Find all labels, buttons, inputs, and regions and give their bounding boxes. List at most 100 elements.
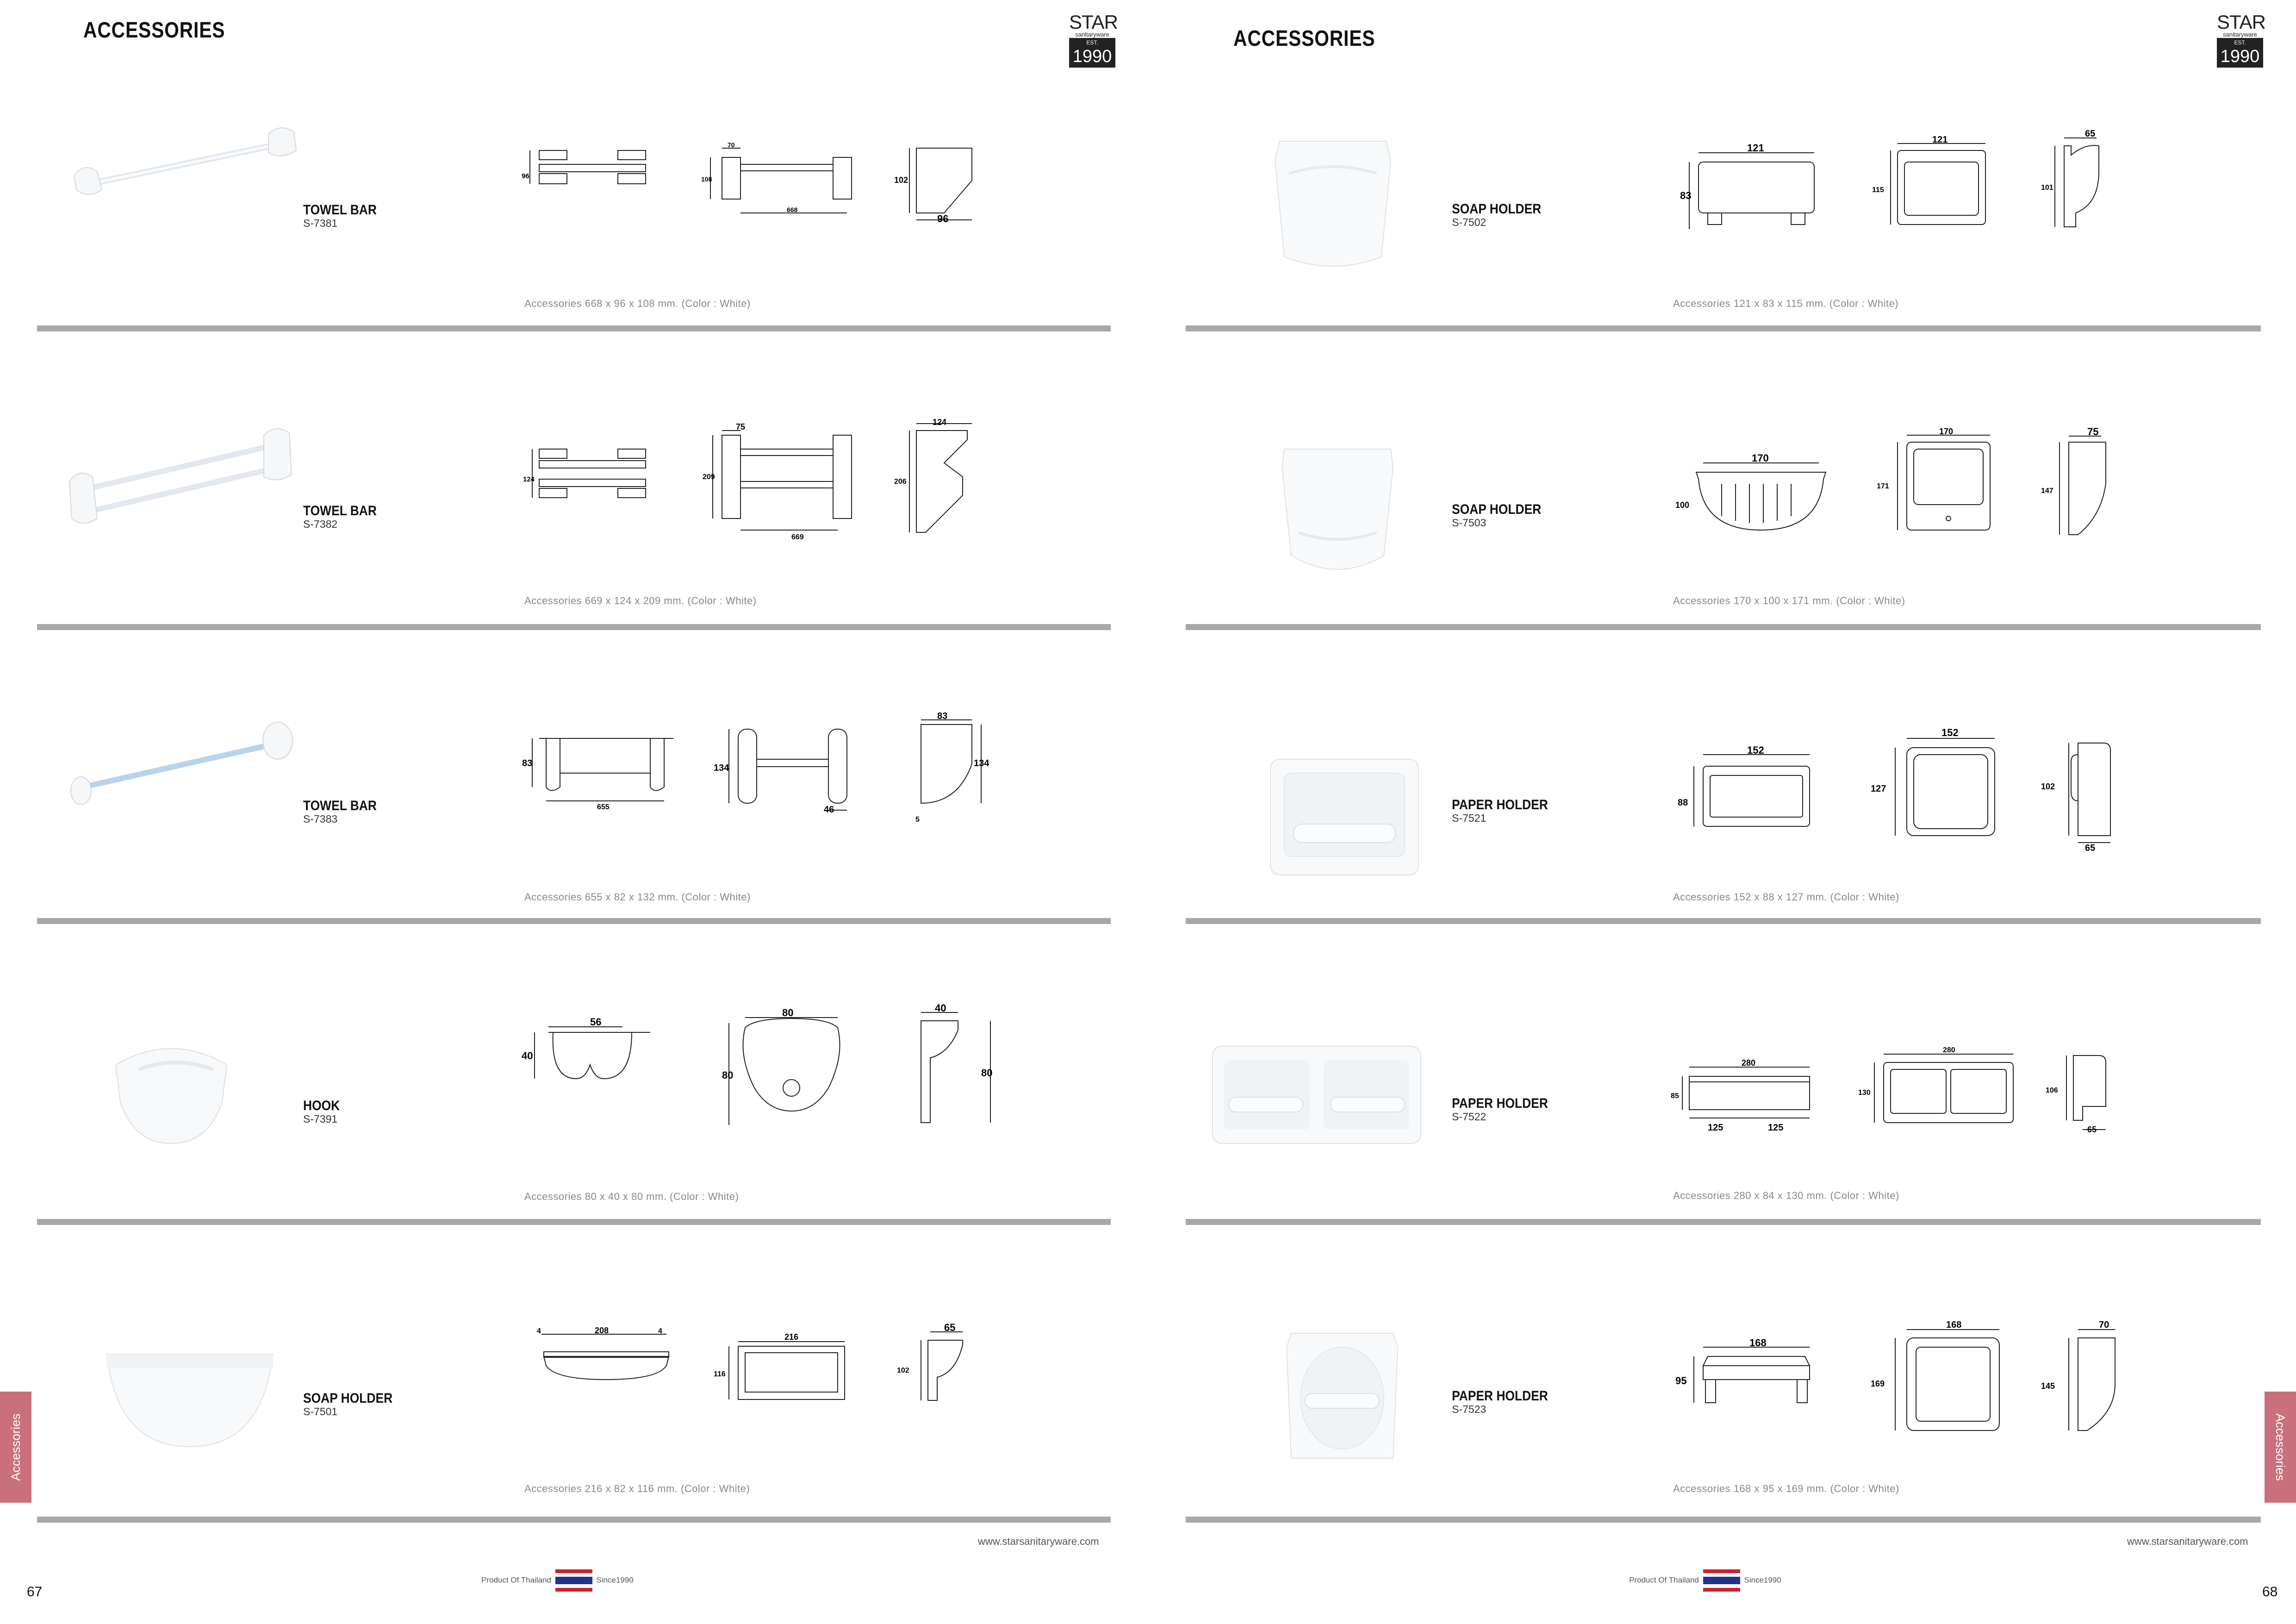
dimension-label: 95 (1675, 1375, 1686, 1387)
row-separator (37, 1517, 1111, 1523)
section-side-tab[interactable]: Accessories (0, 1392, 31, 1503)
product-name: TOWEL BAR (303, 202, 377, 218)
dimension-label: 216 (784, 1332, 798, 1342)
dimension-label: 80 (782, 1007, 793, 1018)
side-view-drawing: 65 101 (2041, 130, 2099, 227)
page-title: ACCESSORIES (83, 18, 225, 43)
product-photo (1274, 141, 1392, 267)
dimension-label: 171 (1877, 482, 1889, 490)
product-photo (70, 722, 293, 805)
side-view-drawing: 75 147 (2041, 426, 2106, 535)
section-side-tab[interactable]: Accessories (2265, 1392, 2296, 1503)
front-view-drawing: 124 (523, 449, 646, 498)
product-spec: Accessories 668 x 96 x 108 mm. (Color : … (524, 298, 751, 309)
product-name: PAPER HOLDER (1452, 1388, 1548, 1404)
product-row: PAPER HOLDER S-7522 280 85 125 125 280 (1148, 0, 2296, 1227)
footer-made-in: Product Of Thailand Since1990 (1629, 1569, 1781, 1592)
dimension-label: 102 (897, 1367, 909, 1374)
dimension-label: 125 (1708, 1123, 1723, 1133)
dimension-label: 75 (2087, 426, 2098, 437)
dimension-label: 5 (915, 816, 920, 824)
logo-year: 1990 (2220, 47, 2260, 66)
dimension-label: 65 (944, 1322, 955, 1333)
dimension-label: 102 (894, 175, 908, 185)
top-view-drawing: 75 209 669 (703, 422, 852, 541)
dimension-label: 40 (935, 1002, 946, 1014)
dimension-label: 209 (703, 473, 715, 481)
product-code: S-7502 (1452, 216, 1487, 228)
dimension-label: 80 (722, 1069, 733, 1081)
product-photo (115, 1048, 228, 1144)
dimension-label: 108 (701, 175, 712, 183)
product-name: PAPER HOLDER (1452, 1096, 1548, 1111)
dimension-label: 115 (1872, 186, 1884, 194)
row-separator (37, 624, 1111, 630)
logo-est-block: EST. 1990 (1069, 39, 1115, 68)
dimension-label: 206 (894, 478, 907, 486)
product-code: S-7383 (303, 813, 338, 825)
dimension-label: 127 (1871, 784, 1886, 794)
product-name: HOOK (303, 1098, 340, 1113)
thailand-flag-icon (555, 1569, 592, 1592)
side-view-drawing: 102 65 (2041, 743, 2111, 852)
logo-est-block: EST. 1990 (2217, 39, 2263, 68)
dimension-label: 121 (1932, 135, 1948, 145)
side-tab-label: Accessories (9, 1413, 23, 1481)
product-code: S-7381 (303, 217, 338, 229)
brand-logo: STAR sanitaryware EST. 1990 (1069, 12, 1118, 68)
dimension-label: 101 (2041, 184, 2053, 192)
top-view-drawing: 216 116 (714, 1332, 845, 1400)
front-view-drawing: 280 85 125 125 (1671, 1058, 1810, 1133)
product-spec: Accessories 669 x 124 x 209 mm. (Color :… (524, 595, 757, 606)
footer-website[interactable]: www.starsanitaryware.com (978, 1536, 1099, 1547)
row-separator (37, 918, 1111, 924)
row-separator (1186, 918, 2261, 924)
dimension-label: 125 (1768, 1123, 1783, 1133)
dimension-label: 124 (933, 418, 946, 427)
page-number: 67 (27, 1584, 43, 1599)
dimension-label: 65 (2087, 1125, 2097, 1134)
product-row: SOAP HOLDER S-7502 121 83 121 115 (1148, 0, 2296, 333)
dimension-label: 4 (537, 1327, 541, 1335)
dimension-label: 208 (595, 1326, 609, 1335)
row-separator (1186, 1517, 2261, 1523)
dimension-label: 134 (714, 763, 729, 773)
row-separator (1186, 624, 2261, 630)
product-code: S-7501 (303, 1405, 338, 1418)
product-row: HOOK S-7391 56 40 80 80 (0, 0, 1148, 1227)
right-page: ACCESSORIES STAR sanitaryware EST. 1990 … (1148, 0, 2296, 1624)
front-view-drawing: 152 88 (1678, 744, 1810, 827)
product-code: S-7523 (1452, 1403, 1487, 1415)
product-spec: Accessories 168 x 95 x 169 mm. (Color : … (1673, 1483, 1899, 1494)
side-view-drawing: 83 134 5 (915, 711, 989, 824)
top-view-drawing: 134 46 (714, 729, 847, 815)
dimension-label: 106 (2046, 1087, 2058, 1094)
product-photo (1270, 759, 1419, 875)
front-view-drawing: 170 100 (1675, 452, 1827, 531)
dimension-label: 83 (522, 758, 532, 768)
dimension-label: 4 (658, 1327, 662, 1335)
logo-est: EST. (2234, 39, 2246, 46)
dimension-label: 669 (791, 533, 804, 541)
product-spec: Accessories 170 x 100 x 171 mm. (Color :… (1673, 595, 1905, 606)
dimension-label: 655 (597, 803, 610, 811)
side-tab-label: Accessories (2273, 1413, 2287, 1481)
brand-logo: STAR sanitaryware EST. 1990 (2217, 12, 2266, 68)
product-row: SOAP HOLDER S-7503 170 100 170 171 (1148, 0, 2296, 632)
dimension-label: 170 (1939, 427, 1953, 436)
logo-est: EST. (1086, 39, 1098, 46)
page-title: ACCESSORIES (1233, 26, 1375, 51)
top-view-drawing: 168 169 (1871, 1320, 2000, 1431)
dimension-label: 145 (2041, 1381, 2055, 1391)
row-separator (1186, 325, 2261, 331)
product-row: TOWEL BAR S-7383 83 655 134 46 (0, 0, 1148, 926)
product-row: PAPER HOLDER S-7523 168 95 168 169 (1148, 0, 2296, 1528)
footer-website[interactable]: www.starsanitaryware.com (2127, 1536, 2248, 1547)
dimension-label: 65 (2085, 843, 2095, 852)
product-photo (106, 1354, 274, 1448)
dimension-label: 56 (590, 1016, 601, 1028)
dimension-label: 96 (937, 213, 948, 225)
product-spec: Accessories 121 x 83 x 115 mm. (Color : … (1673, 298, 1899, 309)
product-spec: Accessories 655 x 82 x 132 mm. (Color : … (524, 891, 751, 903)
front-view-drawing: 96 (522, 150, 646, 184)
